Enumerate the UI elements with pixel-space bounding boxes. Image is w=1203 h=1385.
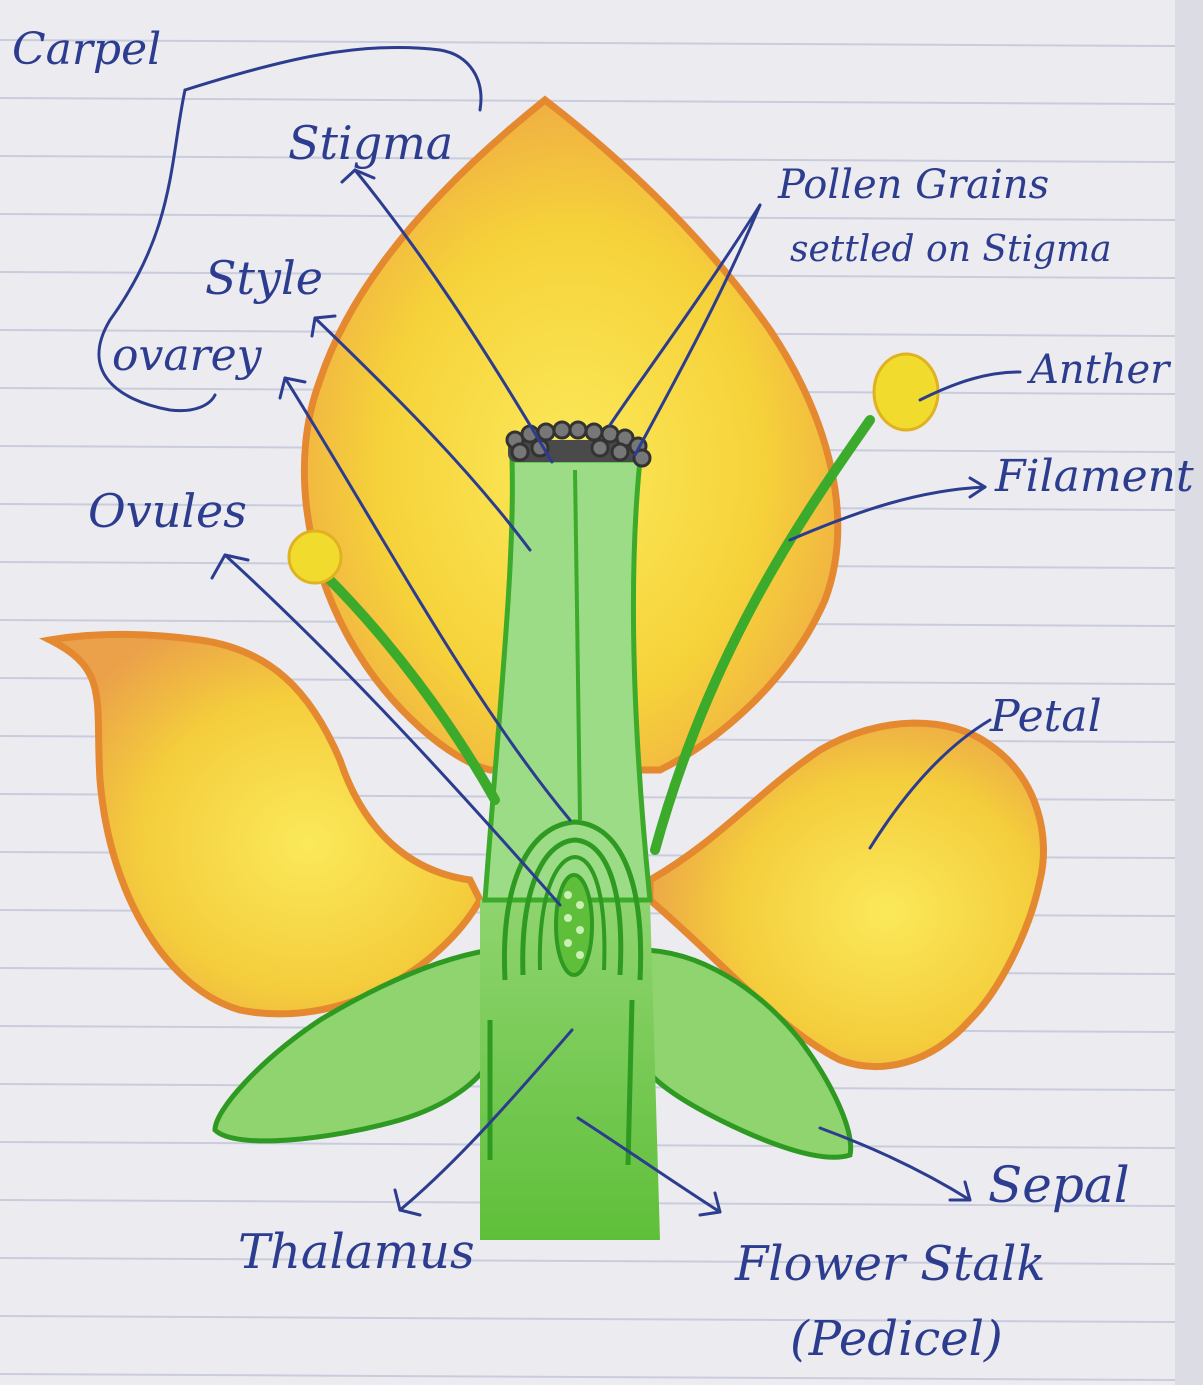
label-carpel: Carpel xyxy=(12,28,161,72)
label-anther: Anther xyxy=(1030,350,1169,390)
ovule-cluster xyxy=(556,875,592,975)
pollen-grain xyxy=(592,440,608,456)
label-settled-on-stigma: settled on Stigma xyxy=(790,232,1112,268)
label-ovules: Ovules xyxy=(88,488,247,534)
pollen-grain xyxy=(612,444,628,460)
notebook-edge xyxy=(1175,0,1203,1385)
pollen-grain xyxy=(538,424,554,440)
ovule xyxy=(564,914,572,922)
pollen-grain xyxy=(512,444,528,460)
ovule xyxy=(576,926,584,934)
label-style: Style xyxy=(205,255,323,301)
label-pollen-grains: Pollen Grains xyxy=(778,165,1049,205)
ovule xyxy=(576,951,584,959)
label-sepal: Sepal xyxy=(988,1160,1130,1210)
ovule xyxy=(576,901,584,909)
anther-left xyxy=(289,531,341,583)
anther-right xyxy=(874,354,938,430)
label-ovary: ovarey xyxy=(112,334,262,378)
pollen-grain xyxy=(570,422,586,438)
label-pedicel: (Pedicel) xyxy=(790,1315,1003,1363)
pollen-grain xyxy=(586,424,602,440)
label-petal: Petal xyxy=(990,695,1102,739)
label-filament: Filament xyxy=(995,455,1194,499)
label-stigma: Stigma xyxy=(288,120,453,166)
label-flower-stalk: Flower Stalk xyxy=(735,1240,1045,1288)
ovule xyxy=(564,891,572,899)
label-thalamus: Thalamus xyxy=(238,1228,475,1276)
pollen-grain xyxy=(554,422,570,438)
ovule xyxy=(564,939,572,947)
